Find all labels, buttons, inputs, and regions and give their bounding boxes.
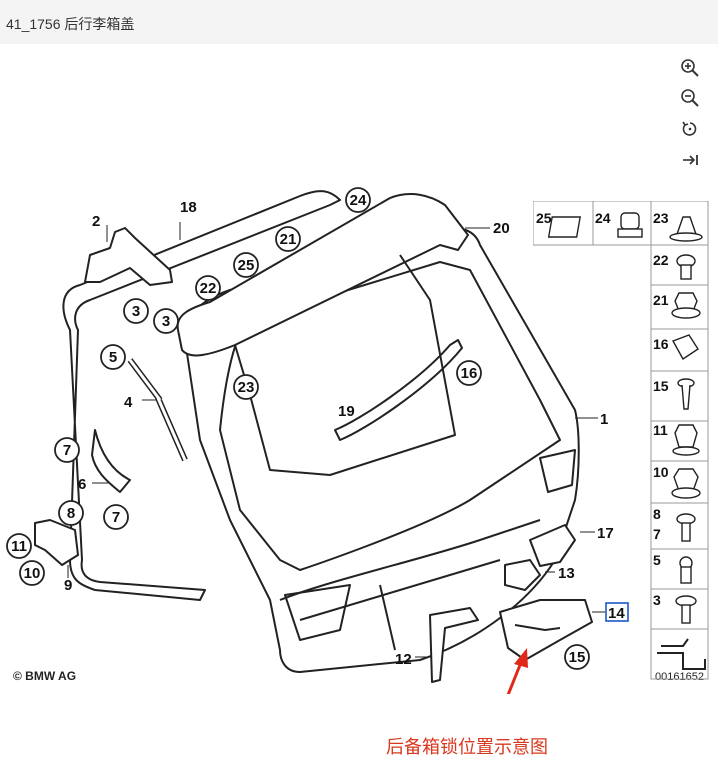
svg-text:2: 2 (92, 213, 100, 230)
svg-text:10: 10 (24, 565, 41, 582)
svg-text:10: 10 (653, 464, 669, 480)
svg-text:7: 7 (63, 442, 71, 459)
title-bar: 41_1756 后行李箱盖 (0, 0, 718, 45)
zoom-in-button[interactable] (678, 56, 702, 80)
zoom-in-icon (681, 59, 699, 77)
svg-text:9: 9 (64, 577, 72, 594)
parts-table: 25 24 23 22 21 16 15 11 10 8 7 5 3 (533, 201, 709, 680)
next-page-icon (683, 155, 698, 165)
svg-text:22: 22 (200, 280, 217, 297)
svg-text:12: 12 (395, 651, 412, 668)
svg-text:13: 13 (558, 565, 575, 582)
svg-text:6: 6 (78, 476, 86, 493)
svg-text:3: 3 (132, 303, 140, 320)
svg-text:17: 17 (597, 525, 614, 542)
next-page-button[interactable] (678, 148, 702, 172)
svg-text:18: 18 (180, 199, 197, 216)
svg-text:5: 5 (109, 349, 117, 366)
svg-text:24: 24 (595, 210, 611, 226)
svg-text:5: 5 (653, 552, 661, 568)
page-title: 41_1756 后行李箱盖 (6, 16, 135, 32)
svg-text:22: 22 (653, 252, 669, 268)
svg-text:21: 21 (280, 231, 297, 248)
svg-text:24: 24 (350, 192, 367, 209)
svg-text:7: 7 (653, 526, 661, 542)
svg-text:15: 15 (653, 378, 669, 394)
svg-text:16: 16 (653, 336, 669, 352)
image-number: 00161652 (655, 671, 704, 683)
svg-text:8: 8 (653, 506, 661, 522)
copyright-text: © BMW AG (13, 669, 76, 683)
tailgate-exploded-diagram: 1 2 4 6 9 12 13 17 18 19 20 14 3 3 5 (6, 187, 704, 694)
svg-text:25: 25 (238, 257, 255, 274)
svg-text:11: 11 (653, 422, 668, 438)
svg-text:20: 20 (493, 220, 510, 237)
reset-icon (682, 121, 697, 136)
svg-text:23: 23 (238, 379, 255, 396)
svg-text:23: 23 (653, 210, 669, 226)
svg-text:4: 4 (124, 394, 133, 411)
svg-text:3: 3 (162, 313, 170, 330)
svg-text:8: 8 (67, 505, 75, 522)
caption-text: 后备箱锁位置示意图 (386, 737, 548, 757)
svg-text:7: 7 (112, 509, 120, 526)
svg-text:25: 25 (536, 210, 552, 226)
svg-text:14: 14 (608, 605, 625, 622)
zoom-out-icon (681, 89, 699, 107)
svg-text:19: 19 (338, 403, 355, 420)
reset-view-button[interactable] (678, 117, 702, 141)
svg-text:16: 16 (461, 365, 478, 382)
svg-text:1: 1 (600, 411, 608, 428)
svg-text:15: 15 (569, 649, 586, 666)
svg-text:3: 3 (653, 592, 661, 608)
svg-text:11: 11 (11, 538, 27, 555)
diagram-panel: 1 2 4 6 9 12 13 17 18 19 20 14 3 3 5 (0, 44, 718, 694)
svg-text:21: 21 (653, 292, 669, 308)
zoom-out-button[interactable] (678, 86, 702, 110)
lock-indicator-arrow (506, 648, 528, 694)
